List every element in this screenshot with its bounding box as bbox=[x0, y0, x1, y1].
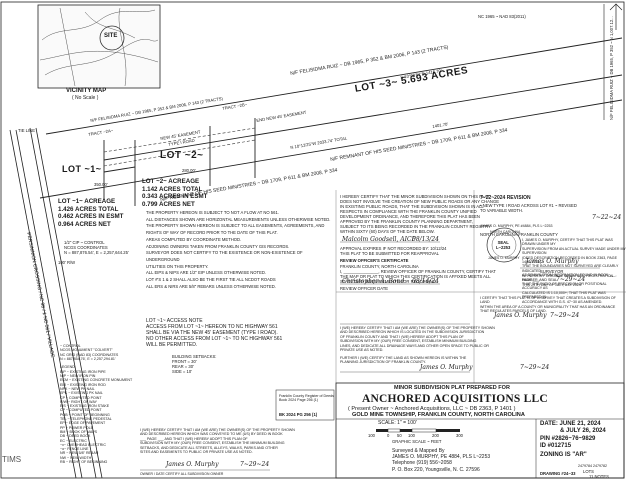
scale-tick-4: 200 bbox=[432, 433, 439, 438]
owner-2-signature-label: OWNER / DATE CERTIFY ALL SUBDIVISION OWN… bbox=[140, 472, 224, 476]
scale-tick-2: 50 bbox=[397, 433, 402, 438]
revision-signer: JAMES O. MURPHY, PE #4884, PLS L~2253 bbox=[480, 224, 553, 228]
legend: ~ CONTROL NCGS MONUMENT "COLVERT" NC GRI… bbox=[60, 344, 133, 465]
drawing-number: DRAWING #24~33 bbox=[540, 471, 576, 476]
plat-date-rev: & JULY 26, 2024 bbox=[560, 428, 606, 434]
scale-tick-5: 300 bbox=[456, 433, 463, 438]
lot-1-acreage-title: LOT ~1~ ACREAGE bbox=[58, 198, 116, 205]
lot-1-acreage-net: 0.964 ACRES NET bbox=[58, 220, 111, 228]
lot-2-label: LOT ~2~ bbox=[160, 150, 204, 161]
scale-label: SCALE: 1" = 100' bbox=[378, 420, 417, 426]
scale-tick-3: 100 bbox=[408, 433, 415, 438]
tie-line-label: TIE LINE bbox=[18, 128, 35, 133]
seal-middle: SEAL L~2253 bbox=[496, 240, 511, 250]
lot-2-acreage: LOT ~2~ ACREAGE 1.142 ACRES TOTAL 0.343 … bbox=[142, 178, 207, 208]
revision-body: • NEW TYPE I ROAD ACROSS LOT #1 ~ REVISE… bbox=[480, 203, 577, 213]
job-number: 2479784 2479782 bbox=[578, 464, 607, 468]
scale-tick-1: 0 bbox=[387, 433, 390, 438]
plat-date: DATE: JUNE 21, 2024 bbox=[540, 421, 601, 427]
general-notes: THE PROPERTY HEREON IS SUBJECT TO NOT A … bbox=[146, 210, 331, 289]
revision-date: 7~22~24 bbox=[592, 214, 622, 221]
lot-1-label: LOT ~1~ bbox=[62, 164, 102, 174]
surveyor-date: 7~29~24 bbox=[556, 276, 586, 283]
lot-1-acreage-esmt: 0.462 ACRES IN ESMT bbox=[58, 213, 124, 220]
id-number: ID #012715 bbox=[540, 443, 572, 449]
lot-1-acreage: LOT ~1~ ACREAGE 1.426 ACRES TOTAL 0.462 … bbox=[58, 198, 123, 228]
vicinity-map-scale: ( No Scale ) bbox=[72, 95, 99, 101]
review-date: 08/14/24 bbox=[412, 278, 439, 285]
surveyor-label: SURVEYOR bbox=[540, 269, 564, 274]
subdivision-cert: I CERTIFY THAT THIS PLAT IS OF A SURVEY … bbox=[480, 296, 616, 314]
company-name: ANCHORED ACQUISITIONS LLC bbox=[362, 393, 548, 405]
grid-label: NC 1965 ~ NAD 83(2011) bbox=[478, 14, 526, 19]
surveyor-info: Surveyed & Mapped By JAMES O. MURPHY, PE… bbox=[392, 448, 491, 473]
planning-signature: Malcolm Goodsell, AICP bbox=[342, 236, 416, 243]
dim-350-label: 350.00' bbox=[94, 182, 108, 187]
location: GOLD MINE TOWNSHIP, FRANKLIN COUNTY, NOR… bbox=[352, 412, 525, 418]
building-setbacks: BUILDING SETBACKS: FRONT = 30' REAR = 30… bbox=[172, 354, 217, 374]
review-signature-label: REVIEW OFFICER DATE bbox=[340, 286, 389, 291]
lots-label: LOTS bbox=[583, 469, 594, 474]
pin-number: PIN #2826~76~9829 bbox=[540, 436, 596, 442]
dim-280-label: 280.00' bbox=[182, 168, 196, 173]
review-signature: Christopher A. Bond bbox=[342, 278, 405, 285]
zoning: ZONING IS "AR" bbox=[540, 452, 587, 458]
lot-1-acreage-total: 1.426 ACRES TOTAL bbox=[58, 205, 119, 213]
cert4-date: 7~29~24 bbox=[550, 312, 580, 319]
present-owner: ( Present Owner ~ Anchored Acquisitions,… bbox=[348, 406, 516, 412]
graphic-scale-label: GRAPHIC SCALE ~ FEET bbox=[392, 439, 442, 444]
seal-top: NORTH CAROLINA bbox=[490, 230, 521, 234]
scale-tick-0: 100 bbox=[368, 433, 375, 438]
vicinity-map-title: VICINITY MAP bbox=[66, 88, 107, 94]
lot-2-acreage-net: 0.799 ACRES NET bbox=[142, 200, 195, 208]
watermark: TIMS bbox=[2, 455, 22, 464]
nc-cert-body: I, JAMES O. MURPHY, CERTIFY THAT THIS PL… bbox=[522, 238, 626, 304]
review-body: FRANKLIN COUNTY, NORTH CAROLINA I, _____… bbox=[340, 264, 496, 284]
right-of-way-label: 100' R/W bbox=[58, 260, 76, 265]
planning-cert: I HEREBY CERTIFY THAT THE MINOR SUBDIVIS… bbox=[340, 194, 499, 234]
surveyor-signature: James O. Murphy bbox=[526, 258, 579, 265]
revision-title: 7~22~2024 REVISION bbox=[480, 195, 531, 201]
lot-2-acreage-total: 1.142 ACRES TOTAL bbox=[142, 185, 203, 193]
site-label: SITE bbox=[104, 33, 118, 39]
cert4-signature: James O. Murphy bbox=[494, 312, 547, 319]
owner-signature: James O. Murphy bbox=[420, 364, 473, 371]
review-title: REVIEW OFFICER'S CERTIFICATE bbox=[340, 258, 409, 263]
owner-cert-b: FURTHER I (WE) CERTIFY THE LAND AS SHOWN… bbox=[340, 356, 467, 365]
planning-expiry: APPROVAL EXPIRES IF NOT RECORDED BY: 10/… bbox=[340, 246, 447, 256]
lot-2-acreage-title: LOT ~2~ ACREAGE bbox=[142, 178, 200, 185]
owner-2-date: 7~29~24 bbox=[240, 461, 270, 468]
seal-bottom: JAMES O. MURPHY bbox=[488, 256, 520, 260]
witness-text: WITNESS MY ORIGINAL SIGNATURE, REGISTRAT… bbox=[522, 274, 614, 287]
recording-stamp: Franklin County Register of Deeds Book 2… bbox=[279, 394, 334, 403]
recording-book: BK 2024 PG 256 (1) bbox=[279, 412, 318, 417]
right-edge-owner: N/F FELISIDMA RUIZ ~ DB 1965, P 352 ~ N … bbox=[609, 16, 614, 120]
notes-count: 11 NOTES bbox=[589, 474, 609, 479]
owner-cert-2: I (WE) HEREBY CERTIFY THAT I AM (WE ARE)… bbox=[140, 428, 295, 455]
access-note: LOT ~1~ ACCESS NOTE ACCESS FROM LOT ~1~ … bbox=[146, 318, 283, 348]
owner-date: 7~29~24 bbox=[520, 364, 550, 371]
lot-2-acreage-esmt: 0.343 ACRES IN ESMT bbox=[142, 193, 208, 200]
planning-date: 08/13/24 bbox=[412, 236, 439, 243]
owner-2-signature: James O. Murphy bbox=[166, 461, 219, 468]
nc-title: NORTH CAROLINA FRANKLIN COUNTY bbox=[480, 232, 558, 237]
control-note: 1/2" CIP ~ CONTROL NCGS COORDINATES N = … bbox=[64, 240, 129, 255]
owner-cert: I (WE) HEREBY CERTIFY THAT I AM (WE ARE)… bbox=[340, 326, 495, 353]
prepared-for: MINOR SUBDIVISION PLAT PREPARED FOR bbox=[394, 385, 510, 391]
